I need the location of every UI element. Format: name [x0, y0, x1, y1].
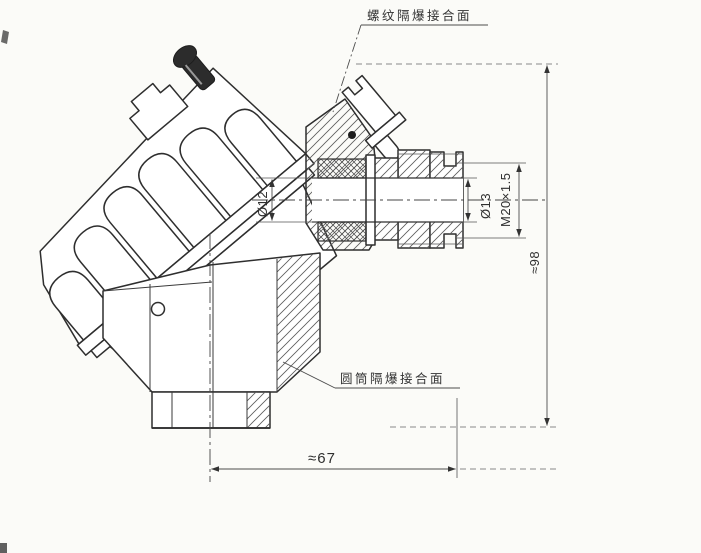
- label-bottom-text: 圆筒隔爆接合面: [340, 371, 445, 386]
- packing-gland-crosshatch: [317, 221, 367, 242]
- clip-pivot-dot: [348, 131, 356, 139]
- cable-entry-nipple: [151, 391, 271, 429]
- dim-d13-text: Ø13: [478, 193, 493, 219]
- leader-line: [282, 361, 336, 389]
- fin: [138, 152, 227, 249]
- collar-boundaries: [397, 150, 431, 248]
- housing-outline: [102, 252, 321, 393]
- retaining-clip: [341, 74, 407, 161]
- fitting-section-hatch-top: [374, 150, 463, 178]
- fin: [103, 186, 190, 280]
- scan-artifact: [0, 543, 7, 553]
- housing-edge-line: [102, 281, 213, 292]
- terminal-housing: [102, 252, 321, 429]
- dim-overall-height: ≈98: [356, 63, 558, 428]
- cover-boss: [129, 82, 189, 141]
- bore-lines: [312, 177, 463, 223]
- label-top-text: 螺纹隔爆接合面: [367, 8, 472, 23]
- leader-line: [332, 24, 362, 113]
- screw-highlight: [184, 64, 203, 85]
- fin: [224, 108, 298, 187]
- dim-stud-bore-d13: Ø13: [450, 177, 493, 223]
- process-fitting: [312, 149, 464, 249]
- label-threaded-flameproof-joint: 螺纹隔爆接合面: [332, 8, 488, 113]
- dim-overall-width: ≈67: [211, 398, 560, 478]
- fin: [49, 270, 117, 341]
- fitting-section-hatch-bottom: [374, 222, 463, 248]
- cover-locking-screw: [172, 45, 216, 91]
- packing-gland-crosshatch: [317, 158, 367, 179]
- housing-section-hatch: [277, 253, 320, 391]
- dim-height-text: ≈98: [527, 251, 542, 274]
- nipple-section-hatch: [247, 392, 270, 428]
- dim-thread-m20: M20×1.5: [455, 162, 526, 239]
- fin: [179, 127, 264, 218]
- clip-base: [364, 111, 407, 149]
- housing-hole: [150, 301, 166, 317]
- dim-width-text: ≈67: [308, 450, 336, 467]
- cooling-fins: [49, 108, 298, 341]
- dim-d12-text: Ø12: [255, 191, 270, 217]
- dim-thread-text: M20×1.5: [498, 173, 513, 227]
- dim-bore-d12: Ø12: [255, 177, 318, 223]
- screw-head: [172, 45, 197, 68]
- label-cylindrical-flameproof-joint: 圆筒隔爆接合面: [282, 361, 460, 389]
- scan-artifact: [1, 30, 9, 44]
